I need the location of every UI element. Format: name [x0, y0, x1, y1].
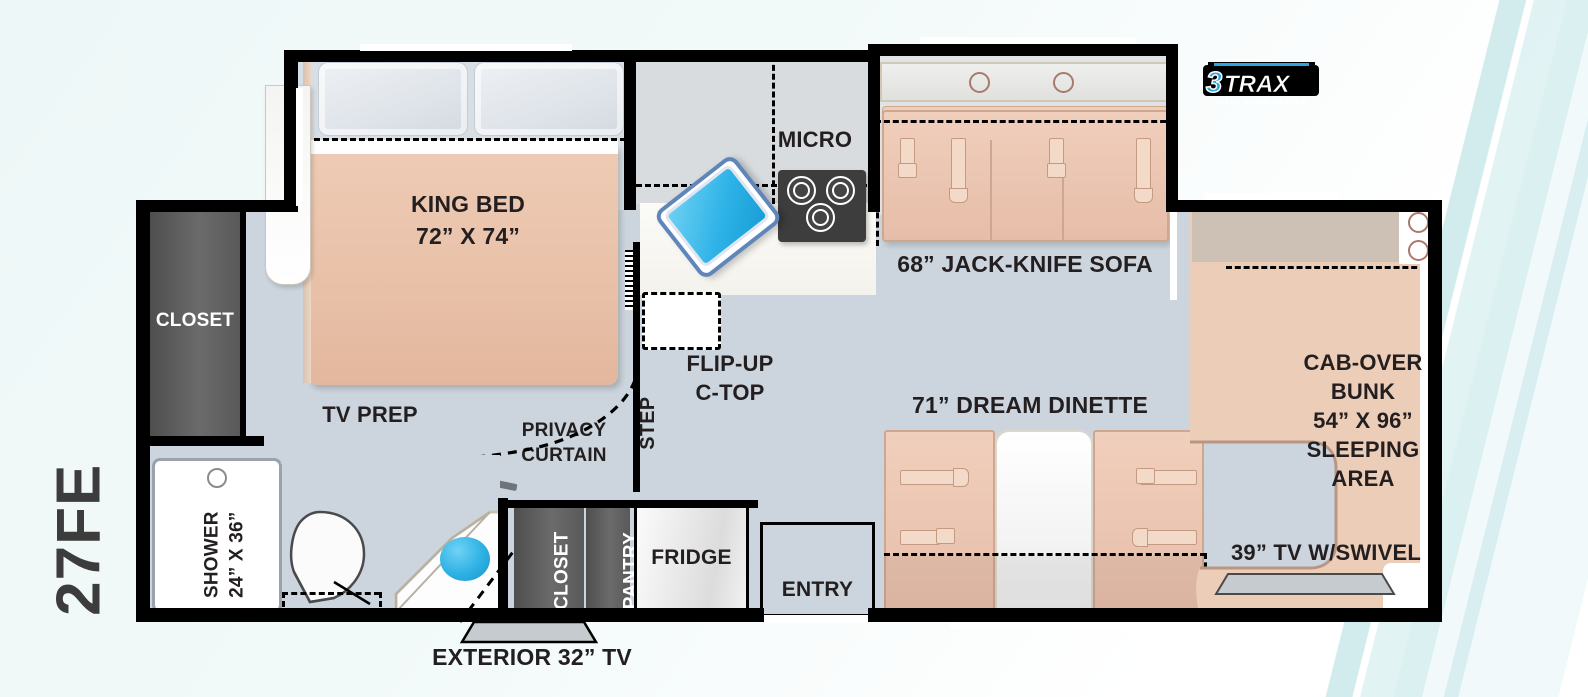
seat-belt-buckle-4: [1134, 188, 1153, 203]
bathroom-dashline-h: [282, 592, 380, 595]
closet-bedroom-label: CLOSET: [155, 310, 235, 331]
burner-back-left: [787, 176, 816, 205]
exterior-tv-label: EXTERIOR 32” TV: [432, 644, 632, 670]
closet-hall-label: CLOSET: [551, 531, 573, 610]
dinette-belt-2: [900, 530, 940, 545]
tv-prep-label: TV PREP: [322, 402, 418, 427]
seat-belt-4: [1136, 138, 1151, 192]
closet-bedroom[interactable]: [150, 203, 240, 436]
jack-knife-sofa-label: 68” JACK-KNIFE SOFA: [897, 251, 1153, 277]
fridge-label: FRIDGE: [651, 546, 732, 569]
dinette-slide-floor: [884, 556, 1204, 616]
slide-strip-bedroom: [360, 44, 572, 51]
wall-bottom-left: [136, 608, 508, 622]
cab-over-bunk-label: CAB-OVER BUNK 54” X 96” SLEEPING AREA: [1303, 350, 1423, 492]
pillow-right: [474, 62, 624, 136]
slide-strip-dinette: [950, 622, 1166, 629]
wall-sofaslide-right: [1166, 44, 1178, 212]
seat-belt-buckle-1: [898, 163, 917, 178]
jack-knife-sofa[interactable]: [882, 110, 1169, 242]
flip-up-countertop[interactable]: [642, 292, 721, 350]
king-bed-sheet: [308, 140, 618, 154]
cab-over-dashline: [1226, 266, 1426, 269]
wall-bath-right: [498, 498, 508, 612]
toilet[interactable]: [288, 510, 378, 610]
king-bed[interactable]: [308, 145, 618, 385]
wall-top-bedroom: [284, 50, 636, 62]
wall-right: [1428, 200, 1442, 622]
flip-up-ctop-label: FLIP-UP C-TOP: [686, 351, 774, 405]
wall-top-sofaslide: [868, 44, 1178, 56]
entry-door[interactable]: [760, 522, 875, 617]
dinette-bench-right[interactable]: [1093, 430, 1204, 620]
overhead-knob-right: [1053, 72, 1074, 93]
wall-bedroom-slide-right: [624, 50, 636, 210]
slide-strip-right: [1170, 212, 1177, 300]
cab-over-knob-top: [1408, 212, 1429, 233]
slide-strip-bedroom-left: [296, 88, 303, 206]
dinette-belt-buckle-2: [936, 528, 955, 544]
cab-over-bunk[interactable]: [1190, 200, 1440, 620]
sofa-overhead-cabinet: [880, 62, 1170, 102]
dinette-table[interactable]: [995, 430, 1093, 620]
wall-bedroom-bath-divider: [136, 436, 264, 446]
wall-left: [136, 200, 150, 622]
dinette-belt-buckle-3: [1136, 468, 1155, 484]
dinette-belt-buckle-4: [1132, 528, 1148, 547]
slide-strip-cabover: [1204, 193, 1340, 200]
model-code-label: 27FE: [44, 463, 114, 616]
wall-bottom-mid: [504, 608, 764, 622]
dinette-belt-buckle-1: [953, 468, 969, 487]
burner-front: [806, 203, 835, 232]
entry-threshold: [764, 615, 871, 623]
pantry[interactable]: [586, 507, 630, 613]
micro-dash-left: [772, 56, 775, 204]
bathroom-dashline-v1: [282, 592, 285, 616]
svg-text:WALL SLIDE SYSTEM: WALL SLIDE SYSTEM: [1217, 97, 1308, 106]
cab-over-headboard: [1192, 202, 1428, 262]
dream-dinette-label: 71” DREAM DINETTE: [912, 392, 1148, 418]
wall-kitchen-right: [868, 50, 880, 212]
wall-bottom-right: [868, 608, 1440, 622]
dinette-slide-dashline: [884, 553, 1206, 556]
wall-top-kitchen: [630, 50, 880, 62]
cab-over-knob-bottom: [1408, 240, 1429, 261]
sofa-cushion-divider-1: [990, 140, 992, 240]
wall-top-main-left: [136, 200, 296, 212]
king-bed-size-label: 72” X 74”: [415, 223, 521, 249]
slide-strip-sofa: [920, 37, 1136, 44]
exterior-tv[interactable]: [459, 620, 599, 646]
svg-text:3: 3: [1206, 67, 1222, 99]
wall-hall-top: [504, 500, 758, 508]
shower-drain-icon: [207, 468, 227, 488]
tv-swivel[interactable]: [1202, 572, 1396, 600]
seat-belt-2: [951, 138, 966, 192]
wall-kitchen-lower: [633, 242, 640, 492]
wall-top-main-right: [1166, 200, 1442, 212]
seat-belt-buckle-3: [1047, 163, 1066, 178]
vanity-sink-basin: [440, 537, 490, 581]
privacy-curtain-label: PRIVACY CURTAIN: [521, 420, 607, 466]
overhead-knob-left: [969, 72, 990, 93]
dinette-bench-left[interactable]: [884, 430, 995, 620]
wall-closet-right: [240, 203, 246, 436]
sofa-cushion-divider-2: [1062, 140, 1064, 240]
king-bed-label: KING BED: [410, 191, 526, 217]
svg-text:TRAX: TRAX: [1224, 71, 1291, 98]
micro-label: MICRO: [777, 127, 853, 152]
3trax-logo: 3 TRAX WALL SLIDE SYSTEM: [1203, 62, 1319, 106]
wall-top-bedroomslide-left: [284, 50, 298, 212]
sofa-slide-dashline: [875, 120, 1175, 123]
dinette-belt-4: [1140, 530, 1197, 545]
seat-belt-buckle-2: [949, 188, 968, 203]
bathroom-dashline-v2: [379, 592, 382, 616]
bedroom-slide-dashline: [296, 138, 626, 141]
burner-back-right: [826, 176, 855, 205]
entry-label: ENTRY: [781, 578, 854, 601]
dinette-belt-1: [900, 470, 957, 485]
tv-swivel-label: 39” TV W/SWIVEL: [1230, 540, 1422, 565]
closet-hall[interactable]: [514, 507, 584, 613]
pillow-left: [318, 62, 468, 136]
